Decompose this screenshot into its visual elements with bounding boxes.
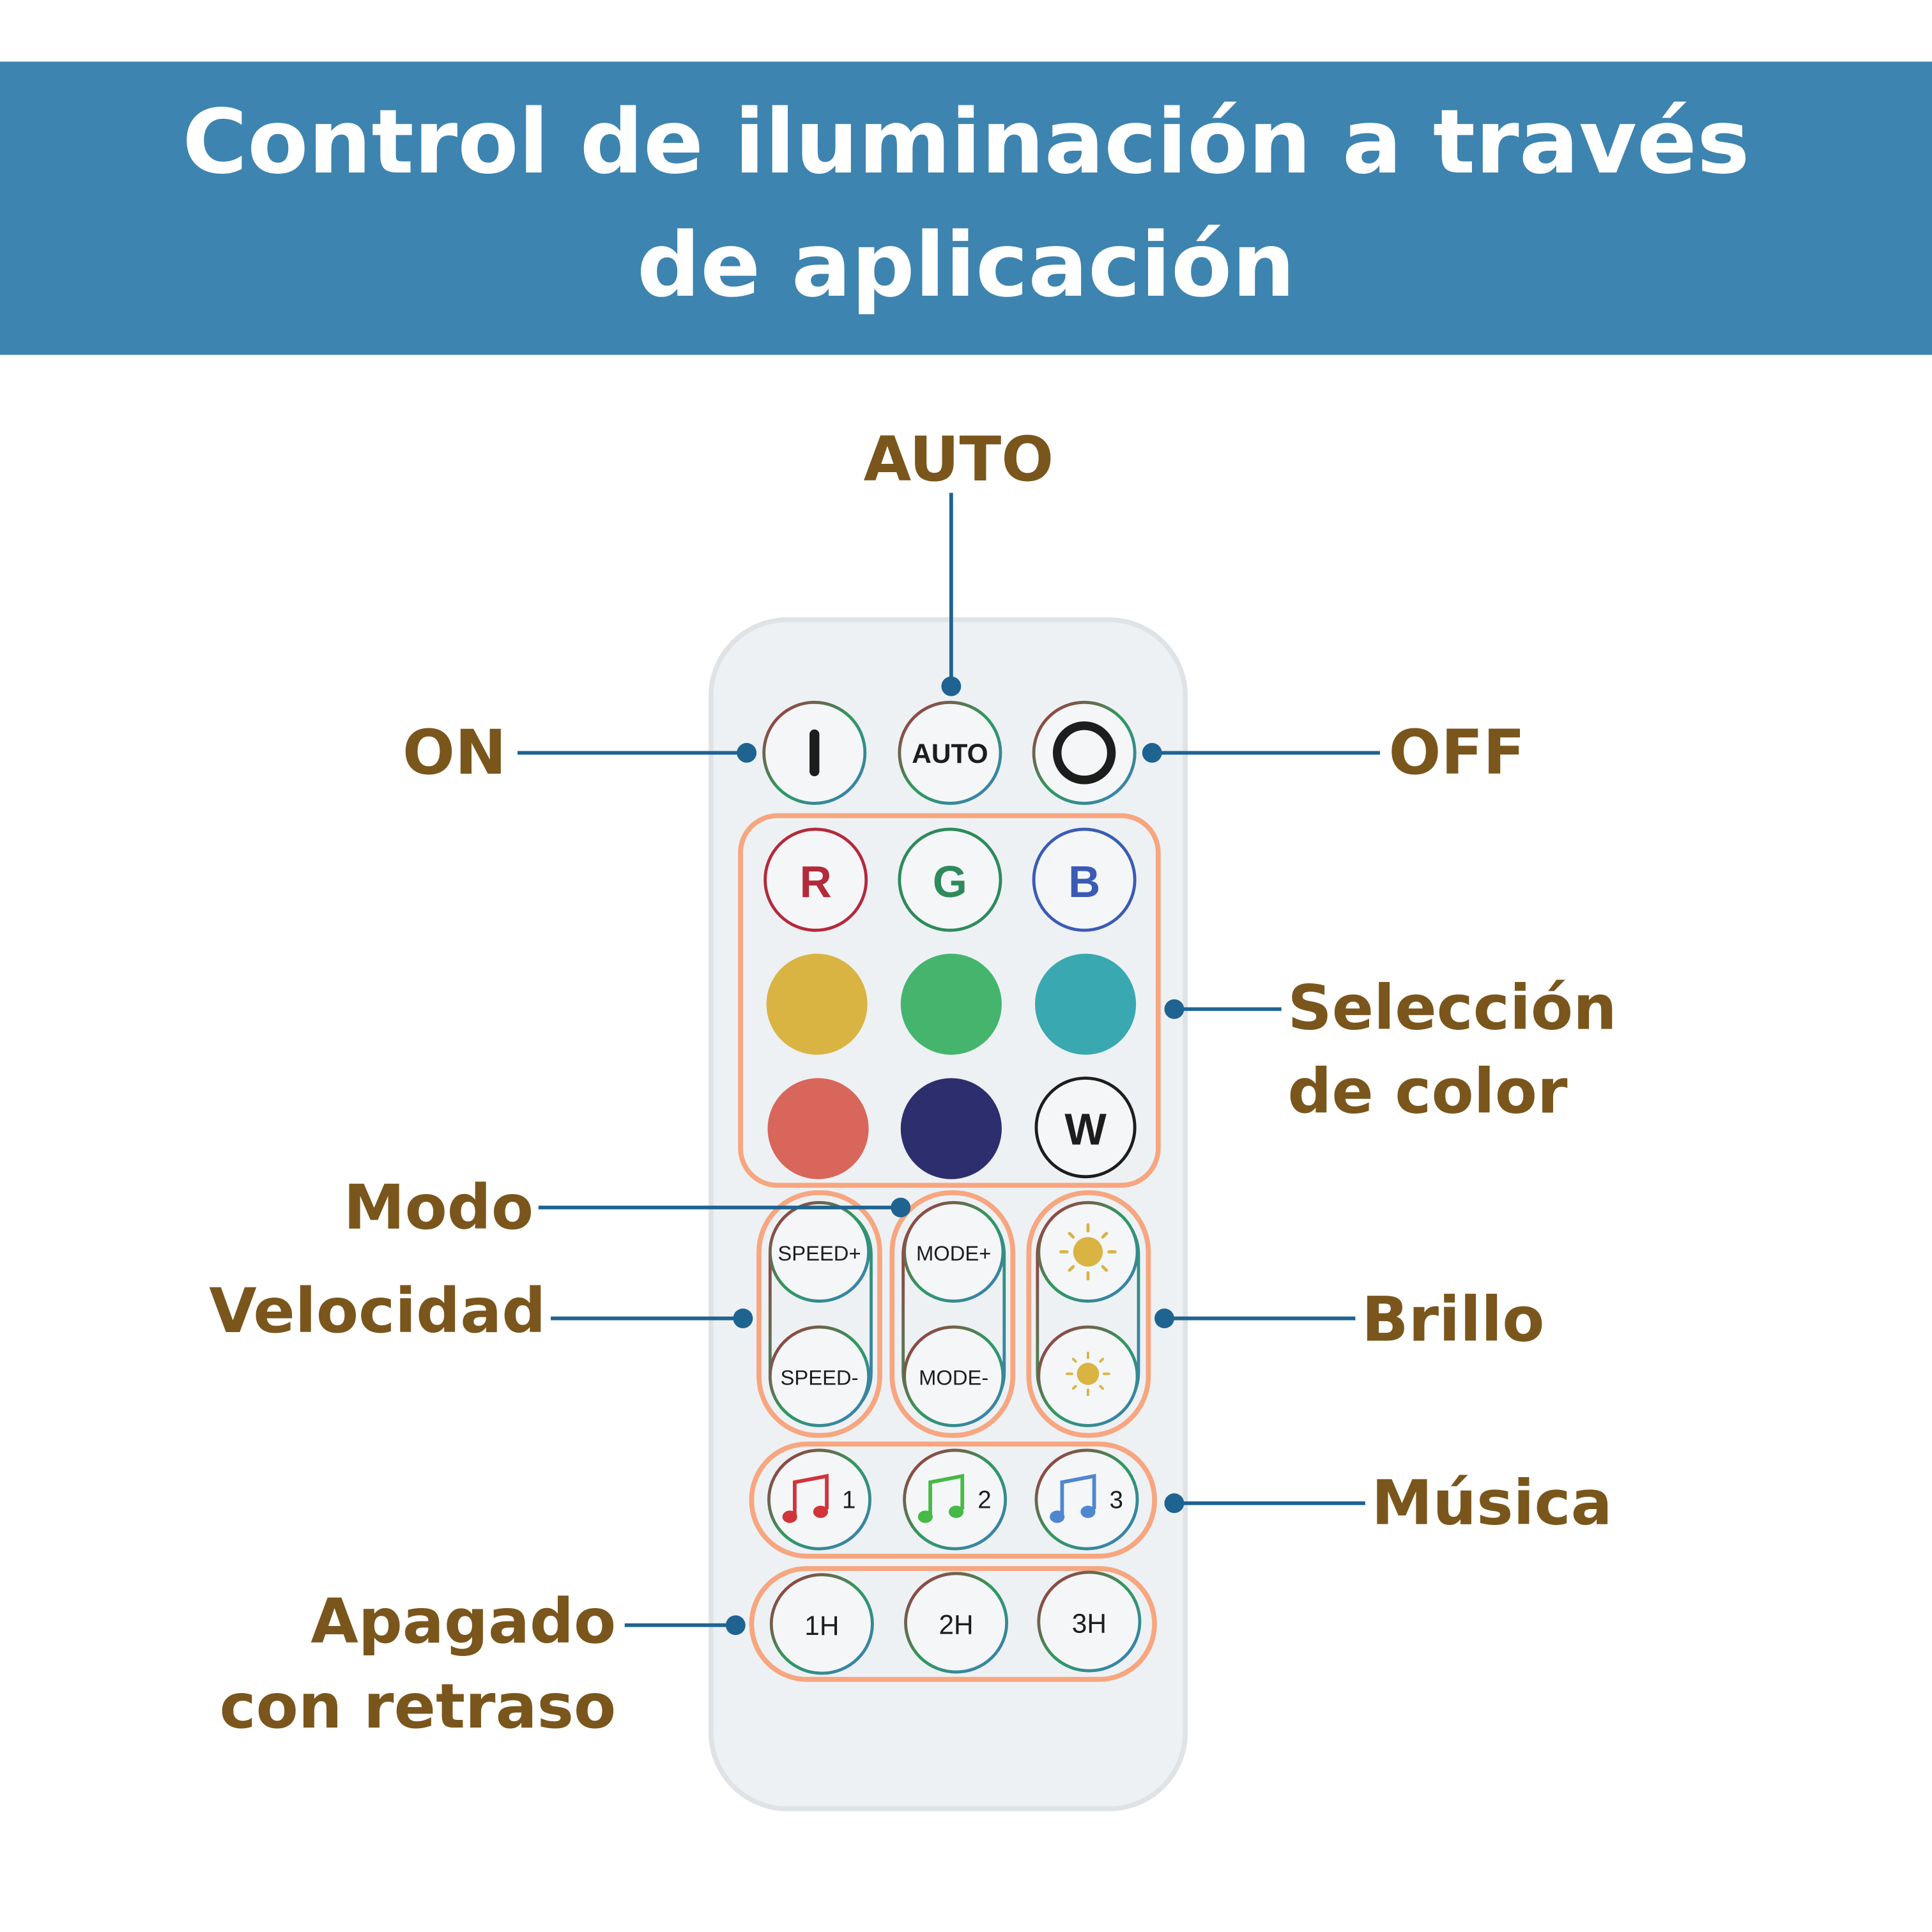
mode-up-button[interactable]: MODE+: [903, 1200, 1005, 1303]
color-group-outline: [738, 813, 1161, 1188]
speed-down-button[interactable]: SPEED-: [768, 1325, 871, 1427]
navy-color-button[interactable]: [900, 1078, 1002, 1179]
header-title-line1: Control de iluminación a través: [182, 90, 1749, 194]
music-number-label: 1: [842, 1487, 855, 1514]
sun-large-icon: [1059, 1223, 1117, 1281]
speed-up-button[interactable]: SPEED+: [768, 1200, 871, 1303]
off-button[interactable]: [1032, 700, 1137, 805]
timer-1h-button[interactable]: 1H: [769, 1573, 874, 1675]
auto-button[interactable]: AUTO: [898, 700, 1002, 805]
label-music: Música: [1372, 1468, 1613, 1539]
label-brightness: Brillo: [1361, 1284, 1544, 1355]
label-color-line2: de color: [1287, 1055, 1568, 1127]
blue-button[interactable]: B: [1032, 827, 1137, 932]
white-button-label: W: [1064, 1105, 1107, 1154]
red-button[interactable]: R: [763, 827, 868, 932]
green-color-button[interactable]: [900, 953, 1002, 1055]
blue-button-label: B: [1068, 857, 1100, 907]
brightness-group-outline: [1026, 1190, 1151, 1438]
label-color-line1: Selección: [1287, 972, 1616, 1043]
callout-dot-on: [737, 742, 757, 763]
callout-dot-color: [1164, 999, 1184, 1019]
coral-color-button[interactable]: [767, 1078, 869, 1179]
callout-dot-mode: [891, 1197, 911, 1218]
music-note-icon: [1050, 1473, 1096, 1523]
label-on: ON: [402, 717, 507, 788]
timer-2h-label: 2H: [939, 1609, 973, 1639]
callout-dot-speed: [733, 1308, 753, 1328]
timer-1h-label: 1H: [804, 1611, 839, 1641]
timer-2h-button[interactable]: 2H: [904, 1572, 1009, 1674]
music-2-button[interactable]: 2: [903, 1448, 1008, 1551]
callout-dot-music: [1164, 1493, 1184, 1514]
label-delay-line1: Apagado: [310, 1586, 616, 1657]
auto-button-label: AUTO: [912, 739, 988, 769]
green-button[interactable]: G: [898, 827, 1002, 932]
music-3-button[interactable]: 3: [1034, 1448, 1139, 1551]
label-off: OFF: [1389, 717, 1526, 788]
white-button[interactable]: W: [1034, 1077, 1137, 1179]
yellow-color-button[interactable]: [766, 953, 868, 1055]
speed-down-label: SPEED-: [781, 1366, 859, 1390]
mode-down-label: MODE-: [919, 1366, 988, 1390]
music-number-label: 3: [1110, 1487, 1123, 1514]
on-button[interactable]: [762, 700, 867, 805]
speed-up-label: SPEED+: [778, 1241, 861, 1265]
brightness-up-button[interactable]: [1037, 1200, 1139, 1303]
callout-dot-off: [1142, 742, 1162, 763]
mode-up-label: MODE+: [916, 1241, 991, 1265]
mode-down-button[interactable]: MODE-: [903, 1325, 1005, 1427]
label-speed: Velocidad: [209, 1275, 546, 1347]
timer-3h-button[interactable]: 3H: [1037, 1570, 1142, 1673]
timer-group-outline: [749, 1566, 1157, 1682]
sun-small-icon: [1066, 1351, 1110, 1397]
label-auto: AUTO: [864, 424, 1054, 495]
green-button-label: G: [933, 857, 967, 907]
callout-dot-auto: [941, 676, 962, 696]
header-banner: [0, 61, 1932, 355]
red-button-label: R: [800, 857, 832, 907]
callout-dot-delay: [725, 1615, 746, 1636]
power-off-ring-icon: [1052, 721, 1116, 785]
music-1-button[interactable]: 1: [767, 1448, 871, 1551]
callout-dot-brightness: [1154, 1308, 1174, 1328]
cyan-color-button[interactable]: [1035, 953, 1137, 1055]
brightness-down-button[interactable]: [1037, 1325, 1139, 1427]
mode-group-outline: [889, 1190, 1016, 1438]
music-note-icon: [782, 1473, 829, 1523]
header-title-line2: de aplicación: [637, 213, 1295, 317]
timer-3h-label: 3H: [1072, 1608, 1107, 1638]
music-number-label: 2: [977, 1487, 991, 1514]
music-note-icon: [917, 1473, 965, 1523]
power-on-bar-icon: [809, 729, 820, 776]
label-mode: Modo: [344, 1172, 533, 1243]
speed-group-outline: [756, 1190, 882, 1438]
music-group-outline: [749, 1441, 1157, 1559]
label-delay-line2: con retraso: [219, 1671, 616, 1742]
